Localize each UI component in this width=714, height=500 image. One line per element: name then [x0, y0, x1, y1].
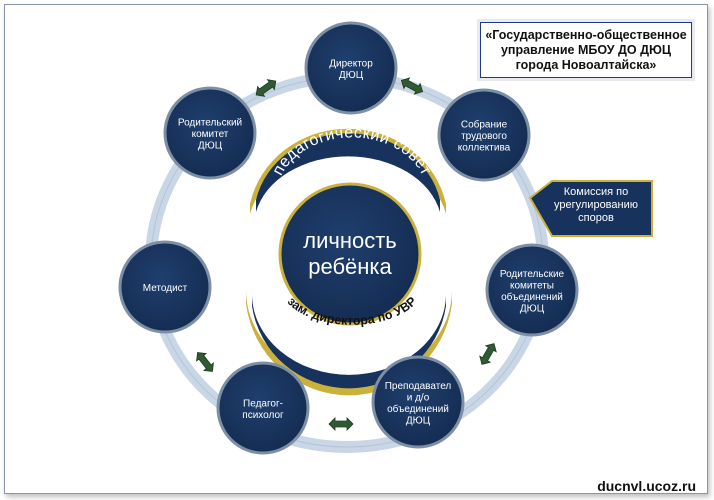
- node-label-line: объединений: [501, 291, 563, 303]
- node-label-line: Собрание: [461, 119, 508, 131]
- double-arrow-icon: [479, 343, 497, 365]
- node-label-line: трудового: [461, 131, 507, 142]
- node-circle: [216, 361, 310, 455]
- site-watermark: ducnvl.ucoz.ru: [597, 478, 696, 494]
- diagram-title: «Государственно-общественное управление …: [485, 27, 687, 72]
- commission-label-line: урегулированию: [554, 199, 638, 211]
- pedagogical-council-arc: [250, 128, 446, 214]
- node-label-line: комитет: [192, 129, 229, 140]
- node-psychologist: Педагог-психолог: [216, 361, 310, 455]
- center-label-line2: ребёнка: [308, 254, 392, 279]
- node-circle: [304, 21, 398, 115]
- node-label-line: Родительские: [500, 269, 565, 280]
- center-circle: [278, 182, 422, 326]
- node-label-line: Преподавател: [385, 381, 452, 392]
- title-box: «Государственно-общественное управление …: [477, 19, 695, 81]
- double-arrow-icon: [328, 417, 354, 431]
- node-label-line: ДЮЦ: [406, 415, 431, 426]
- double-arrow-icon: [400, 77, 424, 95]
- node-label-line: и д/о: [407, 392, 430, 403]
- node-methodist: Методист: [118, 240, 212, 334]
- node-label-line: Педагог-: [243, 398, 283, 409]
- double-arrow-icon: [255, 79, 277, 97]
- node-circle: [485, 243, 579, 337]
- commission-label-line: Комиссия по: [564, 186, 628, 198]
- node-circle: [371, 355, 465, 449]
- center-label-line1: личность: [303, 228, 397, 253]
- commission-label-line: споров: [578, 212, 614, 224]
- node-label-line: психолог: [242, 410, 284, 421]
- node-label-line: коллектива: [458, 143, 511, 154]
- double-arrow-icon: [196, 352, 214, 372]
- node-label-line: Методист: [143, 283, 188, 294]
- node-circle: [437, 88, 531, 182]
- node-label-line: комитеты: [510, 280, 554, 291]
- node-label-line: Директор: [329, 58, 373, 69]
- node-label-line: ДЮЦ: [198, 141, 223, 152]
- node-circle: [118, 240, 212, 334]
- node-label-line: Родительский: [178, 118, 242, 129]
- node-label-line: ДЮЦ: [520, 303, 545, 314]
- node-label-line: ДЮЦ: [339, 70, 364, 81]
- node-circle: [163, 86, 257, 180]
- node-label-line: объединений: [387, 403, 449, 415]
